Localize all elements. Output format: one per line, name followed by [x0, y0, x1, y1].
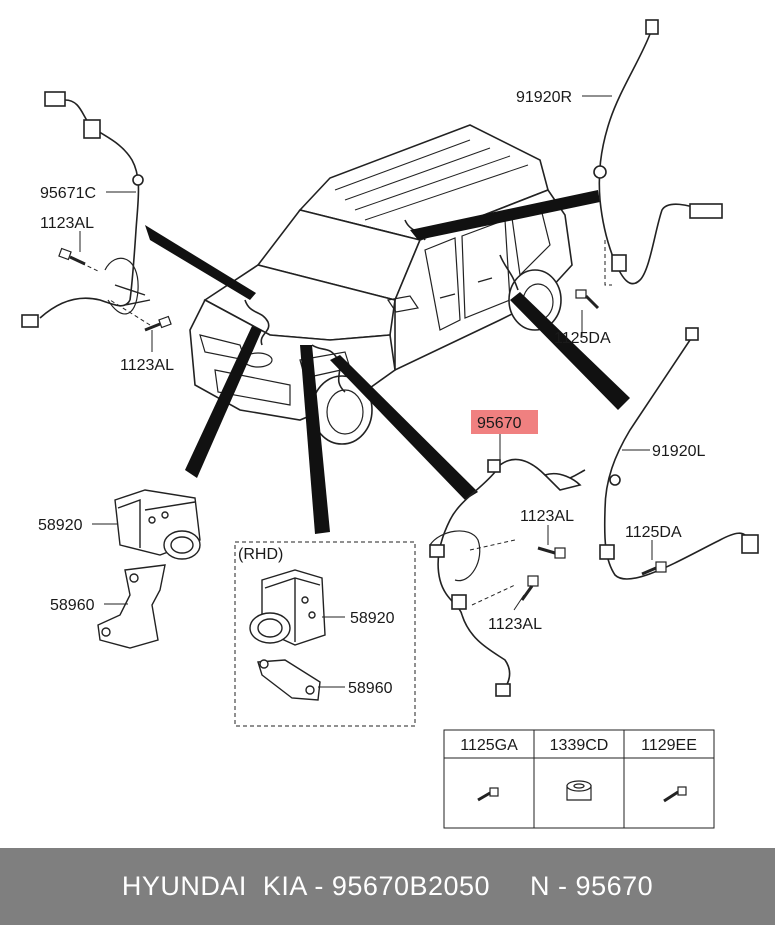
- bolt-rr-bracket-icon: [575, 289, 600, 310]
- label-sensor-rr-cable: 95671C: [40, 185, 96, 202]
- bracket-rhd-illustration: [257, 659, 321, 701]
- footer-bar: HYUNDAI KIA - 95670B2050 N - 95670: [0, 848, 775, 925]
- highlight-box: [471, 410, 538, 434]
- bracket-lhd-illustration: [97, 564, 166, 649]
- label-bolt-front-lower: 1123AL: [488, 616, 542, 633]
- label-bolt-front-upper: 1123AL: [520, 508, 574, 525]
- abs-parts-diagram: 91920R 95671C 1123AL 1123AL 1125DA 95670…: [21, 19, 759, 829]
- label-bracket-rhd: 58960: [348, 680, 393, 697]
- label-sensor-rr: 91920R: [516, 89, 572, 106]
- leader-lines: [79, 95, 653, 688]
- nut-1339cd-icon: [566, 780, 592, 801]
- label-bolt-rr-bracket: 1125DA: [554, 330, 611, 347]
- table-header-1129ee: 1129EE: [641, 737, 697, 754]
- label-hecu-lhd: 58920: [38, 517, 83, 534]
- label-hecu-rhd: 58920: [350, 610, 395, 627]
- bolt-fl-bracket-icon: [641, 561, 667, 576]
- label-bolt-fl-bracket: 1125DA: [625, 524, 682, 541]
- callout-wedges: [145, 190, 630, 534]
- bolt-rear-lower-icon: [144, 315, 172, 332]
- bolt-rear-upper-icon: [58, 247, 86, 266]
- bolt-1125ga-icon: [477, 787, 499, 802]
- bolt-1129ee-icon: [663, 786, 687, 803]
- label-sensor-front: 95670: [477, 415, 522, 432]
- label-bolt-rear-lower: 1123AL: [120, 357, 174, 374]
- label-bolt-rear-upper: 1123AL: [40, 215, 94, 232]
- front-left-sensor-cable: [599, 327, 759, 580]
- parts-table: 1125GA 1339CD 1129EE: [443, 729, 715, 829]
- bolt-front-upper-icon: [537, 546, 566, 559]
- rear-right-sensor-cable: [593, 19, 723, 286]
- label-rhd-title: (RHD): [238, 546, 283, 563]
- hecu-rhd-illustration: [249, 569, 326, 646]
- rear-left-sensor-cable: [21, 91, 151, 328]
- label-sensor-fl: 91920L: [652, 443, 705, 460]
- table-header-1339cd: 1339CD: [550, 737, 609, 754]
- hecu-lhd-illustration: [114, 489, 201, 560]
- table-header-1125ga: 1125GA: [460, 737, 518, 754]
- footer-part-number: HYUNDAI KIA - 95670B2050 N - 95670: [121, 871, 654, 901]
- bolt-front-lower-icon: [520, 575, 539, 601]
- label-bracket-lhd: 58960: [50, 597, 95, 614]
- front-sensor-cable: [429, 458, 586, 697]
